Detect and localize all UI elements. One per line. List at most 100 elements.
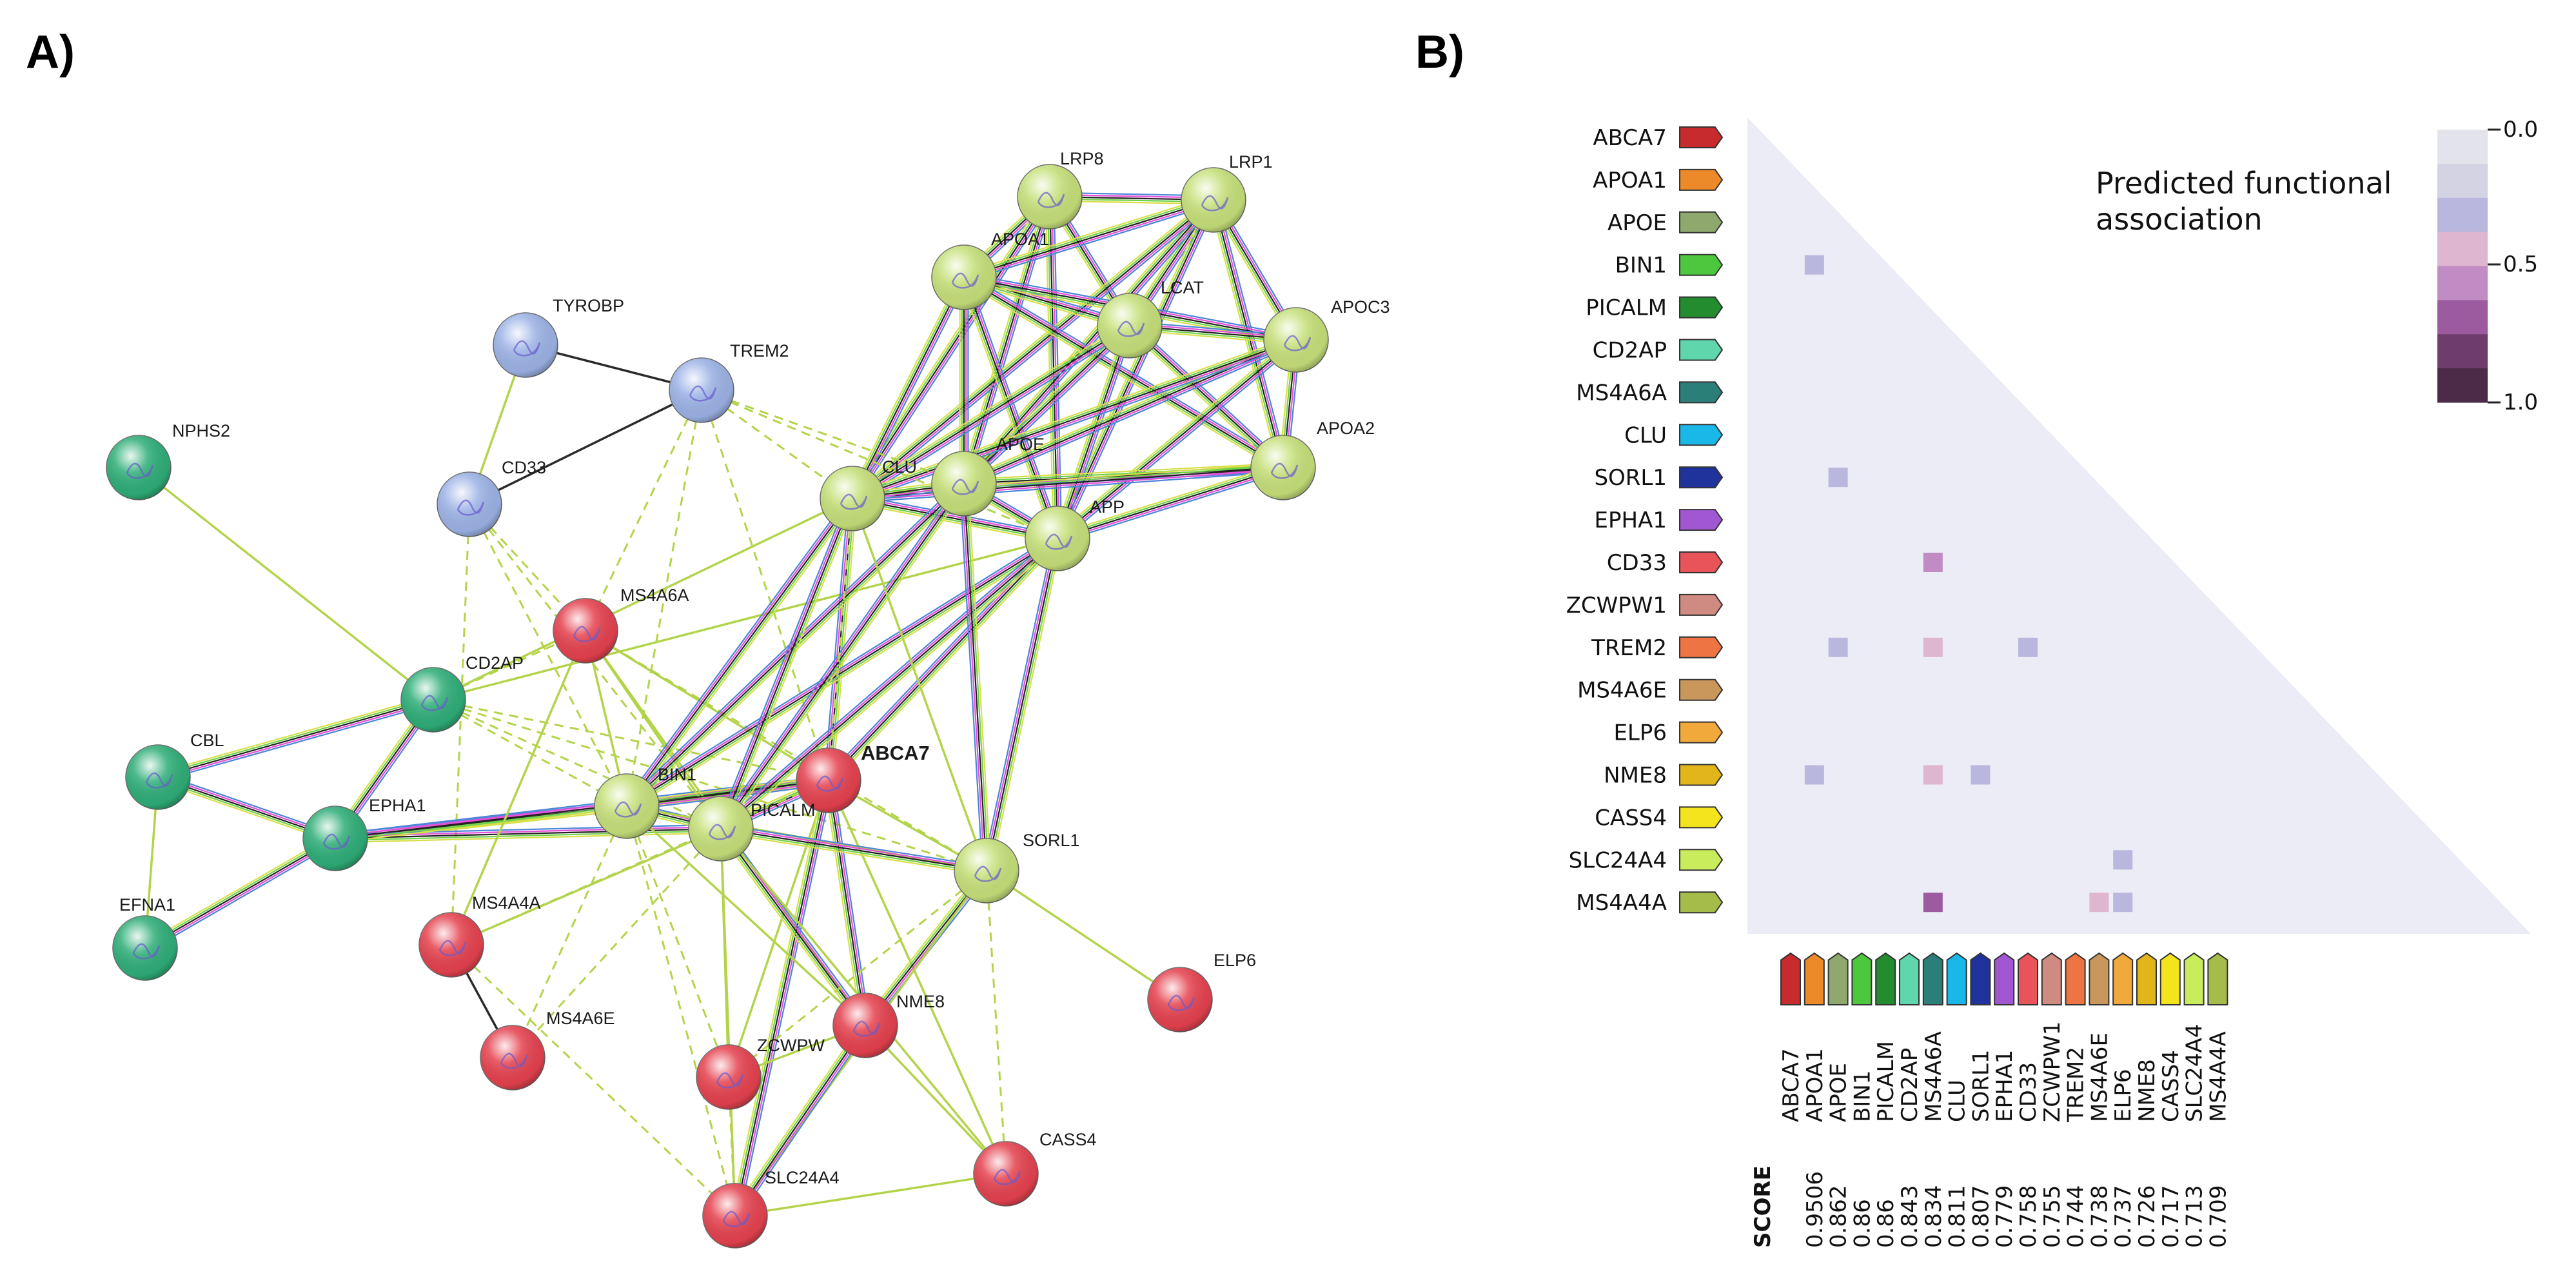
network-edge — [585, 629, 987, 872]
row-label: TREM2 — [1591, 635, 1724, 661]
matrix-cell — [1923, 765, 1943, 785]
network-node: APP — [1025, 497, 1125, 571]
network-node: ABCA7 — [796, 742, 930, 813]
network-edge — [700, 390, 830, 781]
association-matrix: ABCA7APOA1APOEBIN1PICALMCD2APMS4A6ACLUSO… — [1566, 117, 2538, 1248]
row-label-text: PICALM — [1586, 295, 1667, 321]
node-label: CBL — [190, 731, 224, 750]
row-arrow — [1679, 339, 1724, 361]
column-label: CD2AP — [1897, 952, 1923, 1122]
column-arrow — [2112, 952, 2134, 1005]
column-label: APOE — [1826, 952, 1852, 1122]
node-label: TYROBP — [553, 296, 624, 315]
network-node: APOE — [931, 435, 1045, 517]
column-arrow — [2041, 952, 2062, 1005]
column-arrow — [2183, 952, 2205, 1005]
column-arrow — [1780, 952, 1801, 1005]
row-label: ELP6 — [1613, 720, 1724, 746]
matrix-cell — [1923, 553, 1943, 572]
legend-color-bar — [2437, 130, 2488, 403]
network-node: ELP6 — [1147, 951, 1256, 1033]
legend-swatch — [2437, 232, 2488, 266]
column-arrow — [2159, 952, 2181, 1005]
score-value: 0.709 — [2205, 1185, 2231, 1248]
network-node: SLC24A4 — [702, 1168, 840, 1249]
node-label: EPHA1 — [369, 796, 426, 815]
column-label-text: ZCWPW1 — [2040, 1022, 2065, 1122]
column-label: CASS4 — [2158, 952, 2184, 1122]
network-edge — [433, 698, 829, 782]
network-edge — [959, 277, 969, 484]
node-label: NPHS2 — [172, 421, 230, 440]
column-arrow — [1994, 952, 2015, 1005]
network-edge — [720, 824, 988, 876]
column-label-text: APOE — [1826, 1063, 1852, 1122]
network-edge — [584, 390, 703, 631]
node-label: APOE — [996, 435, 1045, 454]
matrix-cell — [1804, 765, 1824, 785]
network-node: LRP8 — [1017, 149, 1104, 230]
column-label-text: PICALM — [1873, 1041, 1899, 1122]
score-value: 0.862 — [1826, 1185, 1852, 1248]
legend-swatch — [2437, 300, 2488, 335]
row-label-text: ELP6 — [1613, 720, 1667, 746]
column-label: BIN1 — [1849, 952, 1875, 1122]
network-node: EFNA1 — [112, 895, 178, 981]
network-edge — [433, 629, 586, 701]
network-node: ZCWPW — [696, 1036, 825, 1110]
score-value: 0.744 — [2063, 1185, 2089, 1248]
node-label: APOA2 — [1317, 419, 1375, 438]
row-label-text: CASS4 — [1595, 805, 1667, 831]
node-label: PICALM — [751, 800, 816, 820]
score-row: SCORE 0.95060.8620.860.860.8430.8340.811… — [1750, 1165, 2231, 1248]
network-edge — [959, 195, 1055, 486]
row-arrow — [1679, 168, 1724, 191]
row-label: ABCA7 — [1593, 125, 1724, 151]
network-edge — [623, 480, 968, 810]
row-label-text: SORL1 — [1594, 465, 1667, 491]
network-edge — [143, 834, 338, 953]
row-label: SORL1 — [1594, 465, 1724, 491]
column-label-text: MS4A4A — [2205, 1031, 2231, 1122]
node-label: MS4A6A — [620, 586, 689, 605]
network-edge — [450, 504, 471, 945]
network-edge — [959, 483, 992, 871]
column-arrow — [1946, 952, 1967, 1005]
column-label: MS4A6A — [1921, 952, 1947, 1122]
network-edge — [981, 537, 1063, 872]
score-value: 0.843 — [1897, 1185, 1923, 1248]
node-label: NME8 — [896, 992, 945, 1011]
matrix-cells — [1804, 255, 2133, 913]
score-value: 0.737 — [2110, 1185, 2136, 1248]
matrix-cell — [1923, 893, 1943, 913]
row-label: MS4A4A — [1576, 890, 1724, 916]
network-edge — [433, 537, 1058, 701]
row-label-text: NME8 — [1604, 763, 1667, 789]
row-label: MS4A6E — [1577, 678, 1724, 704]
network-node: CD33 — [437, 458, 546, 537]
network-node: CD2AP — [400, 653, 524, 733]
row-arrow — [1679, 253, 1724, 276]
legend-tick-bottom: 1.0 — [2503, 390, 2538, 415]
row-label: APOE — [1608, 210, 1724, 236]
column-label-text: BIN1 — [1849, 1071, 1875, 1122]
network-edge — [451, 827, 722, 946]
network-edge — [137, 466, 435, 701]
network-edge — [1054, 336, 1299, 542]
column-arrow — [1851, 952, 1873, 1005]
score-value: 0.738 — [2087, 1185, 2112, 1248]
row-label-text: TREM2 — [1591, 635, 1667, 661]
network-edge — [731, 1022, 870, 1219]
node-label: MS4A4A — [472, 893, 541, 913]
matrix-cell — [1804, 255, 1824, 275]
network-edge — [468, 504, 628, 807]
node-label: CASS4 — [1039, 1130, 1097, 1149]
column-arrow — [2018, 952, 2038, 1005]
column-label-text: MS4A6E — [2087, 1033, 2112, 1122]
row-label: NME8 — [1604, 763, 1724, 789]
column-label: NME8 — [2134, 952, 2160, 1122]
matrix-cell — [2113, 893, 2133, 913]
row-arrow — [1679, 678, 1724, 701]
row-arrow — [1679, 764, 1724, 786]
column-label: MS4A6E — [2087, 952, 2112, 1122]
